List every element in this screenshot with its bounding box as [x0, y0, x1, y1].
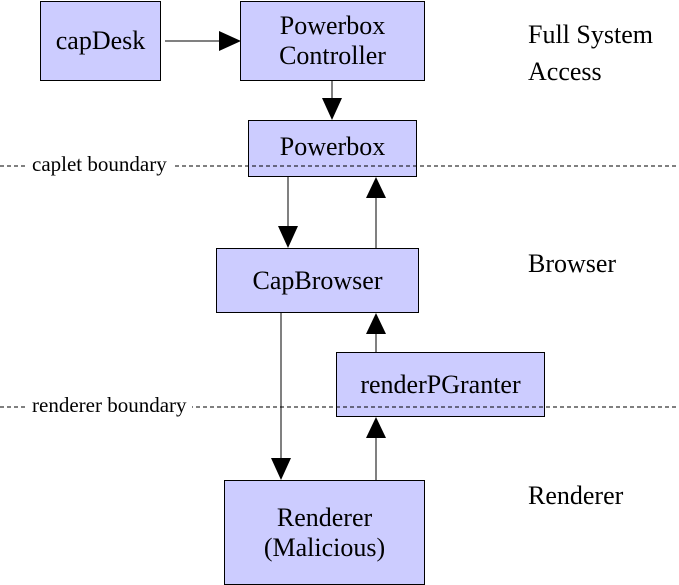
capdesk-box: capDesk: [40, 1, 161, 81]
powerbox-label: Powerbox: [279, 132, 386, 161]
arrowhead-powerbox: [322, 98, 342, 120]
capbrowser-label: CapBrowser: [252, 265, 383, 295]
arrowhead-capbrowser-up: [366, 313, 386, 334]
renderer-boundary-label: renderer boundary: [27, 393, 192, 417]
renderer-label-line2: (Malicious): [263, 532, 386, 562]
capdesk-label: capDesk: [55, 26, 146, 55]
zone-renderer: Renderer: [528, 481, 624, 510]
renderer-label-line1: Renderer: [276, 502, 373, 532]
renderpgranter-label: renderPGranter: [360, 370, 521, 399]
powerbox-controller-label-line1: Powerbox: [279, 11, 386, 40]
powerbox-controller-label-line2: Controller: [279, 41, 386, 70]
zone-full-system-line2: Access: [528, 57, 602, 86]
renderer-box: Renderer (Malicious): [224, 480, 425, 585]
capbrowser-box: CapBrowser: [216, 248, 419, 313]
arrowhead-renderer-in: [271, 458, 291, 480]
renderpgranter-box: renderPGranter: [336, 352, 545, 417]
zone-browser: Browser: [528, 249, 617, 278]
arrowhead-granter-in: [366, 417, 386, 438]
zone-full-system-line1: Full System: [528, 20, 653, 49]
arrowhead-capbrowser-in: [278, 226, 298, 248]
powerbox-box: Powerbox: [248, 120, 417, 177]
caplet-boundary-label: caplet boundary: [27, 152, 172, 176]
powerbox-controller-box: Powerbox Controller: [240, 1, 425, 81]
arrowhead-powerbox-in: [366, 177, 386, 198]
arrowhead-controller: [219, 31, 241, 51]
